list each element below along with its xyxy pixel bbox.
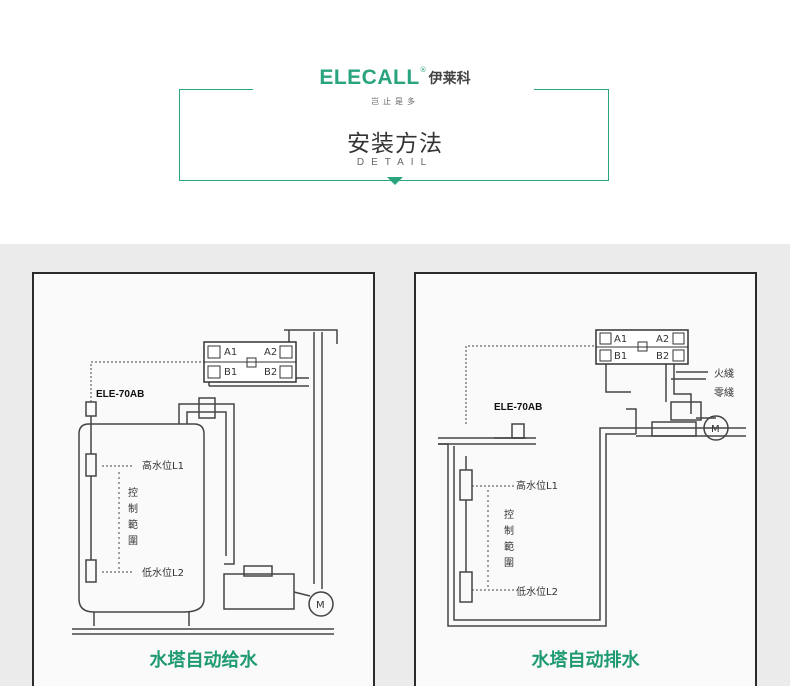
model-label: ELE-70AB (494, 402, 542, 413)
float-high (85, 453, 97, 477)
terminal-a1-screw-icon (207, 345, 221, 359)
float-low (459, 571, 473, 603)
page-subtitle: DETAIL (356, 157, 434, 168)
caption-water-supply: 水塔自动给水 (149, 650, 258, 671)
terminal-a2-label: A2 (264, 347, 277, 358)
brand-chinese-name: 伊莱科 (428, 71, 471, 87)
range-char-2: 制 (128, 502, 138, 515)
low-level-label: 低水位L2 (142, 566, 184, 579)
terminal-b2-label: B2 (264, 367, 277, 378)
terminal-b2-screw-icon (279, 365, 293, 379)
motor (703, 415, 729, 441)
model-label: ELE-70AB (96, 389, 144, 400)
slogan: 岂止是多 (371, 97, 419, 106)
brand-logo: ELECALL (319, 66, 420, 89)
range-char-3: 範 (504, 540, 514, 553)
header-section: ELECALL®伊莱科 岂止是多 安装方法 DETAIL (0, 0, 790, 244)
brand: ELECALL®伊莱科 (0, 66, 790, 90)
range-char-1: 控 (504, 508, 514, 521)
neutral-wire-label: 零綫 (714, 386, 734, 399)
live-wire-label: 火綫 (714, 367, 734, 380)
motor-label: M (316, 600, 325, 611)
range-char-4: 圍 (128, 535, 138, 547)
sensor-head (85, 401, 97, 417)
sensor-head (511, 423, 525, 439)
terminal-a2-label: A2 (656, 334, 669, 345)
terminal-b1-screw-icon (599, 349, 612, 362)
terminal-a2-screw-icon (672, 332, 685, 345)
pointer-triangle-icon (387, 177, 403, 185)
diagram-panel-water-drain: A1 A2 B1 B2 火綫 零綫 ELE-70AB 高水位L1 低水位L2 控… (414, 272, 757, 686)
float-high (459, 469, 473, 501)
indicator-icon (246, 357, 257, 368)
water-drain-diagram: A1 A2 B1 B2 火綫 零綫 ELE-70AB 高水位L1 低水位L2 控… (438, 329, 746, 627)
motor (308, 591, 334, 617)
frame-line-right (534, 89, 609, 90)
range-char-1: 控 (128, 486, 138, 499)
range-char-3: 範 (128, 518, 138, 531)
terminal-a1-label: A1 (614, 334, 627, 345)
terminal-a2-screw-icon (279, 345, 293, 359)
range-char-2: 制 (504, 524, 514, 537)
caption-water-drain: 水塔自动排水 (531, 650, 640, 671)
high-level-label: 高水位L1 (142, 459, 184, 472)
pit-wall-inner (453, 427, 746, 621)
indicator-icon (637, 341, 648, 352)
frame-line-left (179, 89, 253, 90)
motor-label: M (711, 424, 720, 435)
terminal-a1-label: A1 (224, 347, 237, 358)
float-low (85, 559, 97, 583)
terminal-b1-screw-icon (207, 365, 221, 379)
page-title: 安装方法 (347, 131, 443, 157)
terminal-a1-screw-icon (599, 332, 612, 345)
diagram-panel-water-supply: A1 A2 B1 B2 ELE-70AB 高水位L1 低水位L2 控 制 範 圍… (32, 272, 375, 686)
terminal-b1-label: B1 (614, 351, 627, 362)
terminal-b2-screw-icon (672, 349, 685, 362)
water-supply-diagram: A1 A2 B1 B2 ELE-70AB 高水位L1 低水位L2 控 制 範 圍… (72, 329, 338, 635)
pump (223, 573, 295, 610)
high-level-label: 高水位L1 (516, 479, 558, 492)
pipe-top-hook (284, 329, 338, 344)
terminal-b2-label: B2 (656, 351, 669, 362)
range-char-4: 圍 (504, 557, 514, 569)
terminal-b1-label: B1 (224, 367, 237, 378)
low-level-label: 低水位L2 (516, 585, 558, 598)
water-tank (78, 423, 205, 613)
registered-mark: ® (419, 66, 427, 74)
